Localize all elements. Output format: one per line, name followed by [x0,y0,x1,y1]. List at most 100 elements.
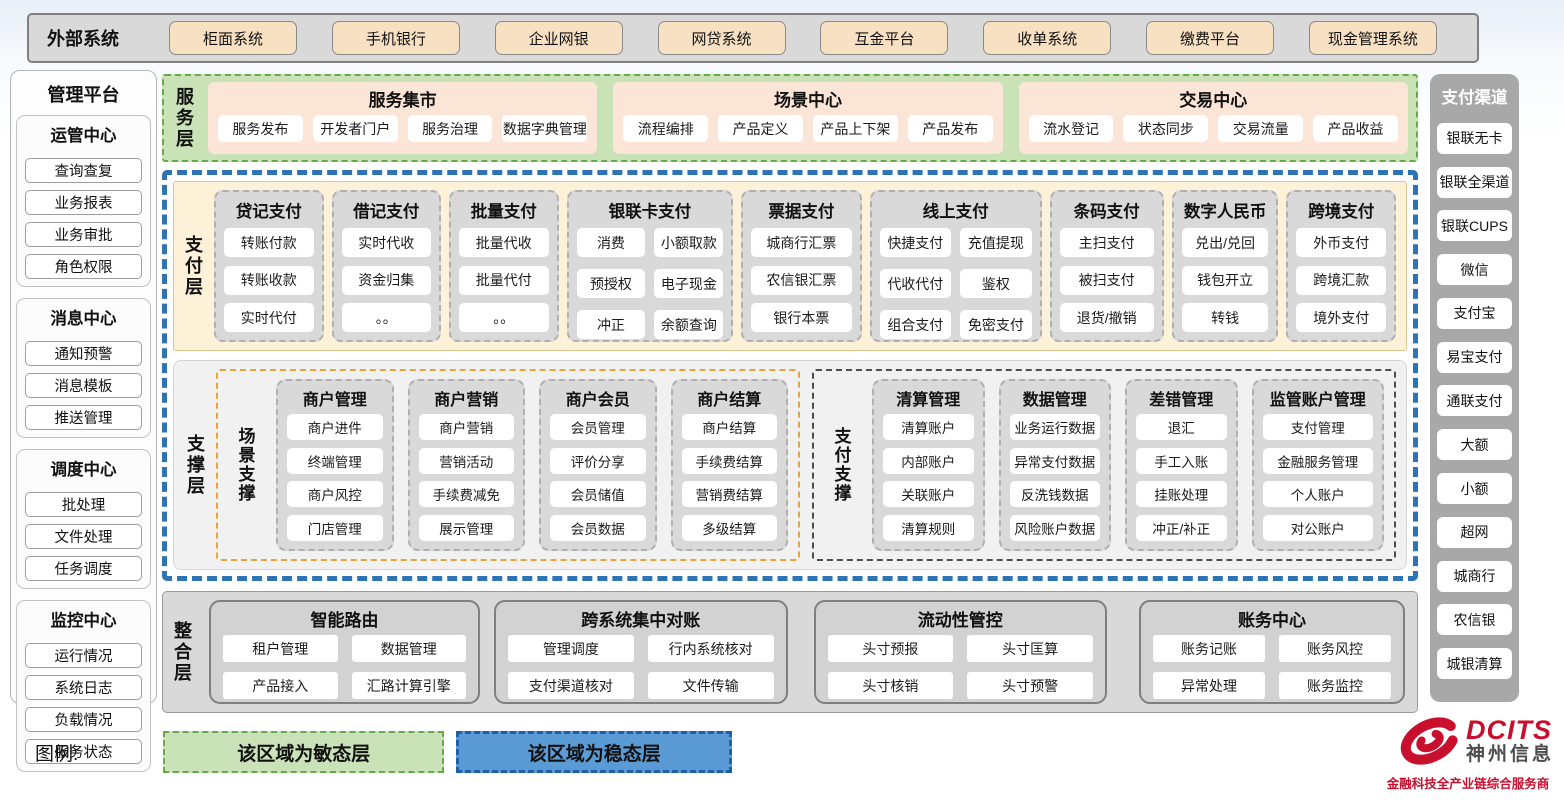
support-group: 商户会员 会员管理 评价分享 会员储值 会员数据 [539,379,657,551]
payment-column: 票据支付 城商行汇票 农信银汇票 银行本票 [741,190,862,342]
support-item-node: 会员数据 [550,514,646,541]
payment-column: 条码支付 主扫支付 被扫支付 退货/撤销 [1049,190,1164,342]
integration-item-node: 汇路计算引擎 [351,672,466,699]
management-item-node: 任务调度 [25,556,142,581]
payment-column: 数字人民币 兑出/兑回 钱包开立 转钱 [1171,190,1279,342]
payment-column-title: 线上支付 [922,203,989,221]
support-group: 商户管理 商户进件 终端管理 商户风控 门店管理 [276,379,394,551]
payment-channel-node: 城商行 [1437,560,1512,592]
support-item-node: 冲正/补正 [1136,514,1227,541]
payment-item-node: 跨境汇款 [1296,265,1386,295]
service-group-trade: 交易中心 流水登记 状态同步 交易流量 产品收益 [1018,82,1408,154]
payment-item-node: 批量代付 [459,265,549,295]
payment-item-node: 转账收款 [224,265,314,295]
management-section-monitoring: 监控中心 运行情况 系统日志 负载情况 服务状态 [16,600,151,772]
scene-support-zone: 场景支撑 商户管理 商户进件 终端管理 商户风控 门店管理 商户营销 [216,369,800,561]
support-group-title: 数据管理 [1022,392,1087,409]
service-item-node: 服务治理 [407,115,493,142]
payment-column-title: 贷记支付 [235,203,302,221]
support-item-node: 内部账户 [883,447,974,474]
external-system-node: 网贷系统 [657,21,786,55]
support-item-node: 清算规则 [883,514,974,541]
support-item-node: 支付管理 [1262,414,1373,440]
management-section-title: 运管中心 [50,127,117,145]
management-section-title: 监控中心 [50,612,117,630]
payment-item-node: 小额取款 [654,228,724,257]
support-group: 监管账户管理 支付管理 金融服务管理 个人账户 对公账户 [1251,379,1384,551]
legend-label: 图例: [35,743,79,765]
support-item-node: 商户营销 [418,414,514,440]
payment-channels-panel: 支付渠道 银联无卡 银联全渠道 银联CUPS 微信 支付宝 易宝支付 通联支付 … [1430,74,1519,702]
payment-item-node: 批量代收 [459,228,549,257]
support-item-node: 异常支付数据 [1009,447,1101,474]
management-item-node: 推送管理 [25,405,142,430]
payment-channel-node: 大额 [1437,429,1512,461]
payment-item-node: 充值提现 [960,228,1032,257]
payment-channel-node: 银联全渠道 [1437,166,1512,198]
external-system-node: 缴费平台 [1146,21,1275,55]
support-item-node: 退汇 [1136,414,1227,440]
dcits-company-name: 神州信息 [1465,743,1554,765]
integration-group-title: 流动性管控 [917,611,1003,630]
integration-item-node: 行内系统核对 [647,635,774,662]
payment-column-title: 跨境支付 [1308,203,1375,221]
payment-item-node: 电子现金 [654,269,724,298]
payment-channel-node: 微信 [1437,254,1512,286]
integration-group: 智能路由 租户管理 数据管理 产品接入 汇路计算引擎 [209,600,480,704]
service-groups: 服务集市 服务发布 开发者门户 服务治理 数据字典管理 场景中心 流程编排 产品… [208,82,1408,154]
support-item-node: 清算账户 [883,414,974,440]
management-section-scheduling: 调度中心 批处理 文件处理 任务调度 [16,449,151,589]
management-item-node: 服务状态 [25,739,142,764]
payment-item-node: 退货/撤销 [1059,303,1154,332]
external-system-node: 现金管理系统 [1308,21,1437,55]
management-section-title: 调度中心 [50,461,117,479]
dcits-brand-text: DCITS [1465,714,1552,745]
legend-agile-box: 该区域为敏态层 [163,731,445,773]
external-systems-label: 外部系统 [47,29,119,49]
payment-item-node: 鉴权 [960,269,1032,298]
management-item-node: 业务审批 [25,222,142,247]
management-item-node: 负载情况 [25,707,142,732]
payment-column: 跨境支付 外币支付 跨境汇款 境外支付 [1286,190,1396,342]
management-item-node: 系统日志 [25,675,142,700]
payment-channel-node: 城银清算 [1437,648,1512,680]
payment-item-node: 兑出/兑回 [1181,228,1269,257]
stable-layers-box: 支付层 贷记支付 转账付款 转账收款 实时代付 借记支付 实时代收 资金归集 。… [162,170,1418,581]
integration-item-node: 头寸预警 [967,672,1093,699]
payment-column-title: 条码支付 [1073,203,1140,221]
payment-item-node: 组合支付 [879,310,952,339]
management-item-node: 批处理 [25,492,142,517]
support-group-title: 清算管理 [896,392,961,409]
support-item-node: 展示管理 [418,514,514,541]
service-group-title: 服务集市 [368,91,437,110]
payment-channel-node: 银联无卡 [1437,122,1512,154]
payment-item-node: 城商行汇票 [751,228,852,257]
payment-item-node: 资金归集 [341,265,431,295]
payment-item-node: 快捷支付 [879,228,952,257]
payment-item-node: 转钱 [1181,303,1269,332]
support-item-node: 会员储值 [550,481,646,508]
external-systems-bar: 外部系统 柜面系统 手机银行 企业网银 网贷系统 互金平台 收单系统 缴费平台 … [27,13,1479,63]
payment-channels-items: 银联无卡 银联全渠道 银联CUPS 微信 支付宝 易宝支付 通联支付 大额 小额… [1435,110,1514,692]
support-item-node: 关联账户 [883,481,974,508]
legend: 图例: 该区域为敏态层 该区域为稳态层 [35,731,733,773]
payment-channel-node: 银联CUPS [1437,210,1512,242]
payment-channels-title: 支付渠道 [1441,89,1508,107]
service-item-node: 数据字典管理 [502,115,588,142]
scene-support-label: 场景支撑 [235,427,255,503]
integration-group: 跨系统集中对账 管理调度 行内系统核对 支付渠道核对 文件传输 [494,600,788,704]
service-group-title: 交易中心 [1179,91,1248,110]
management-section-operations: 运管中心 查询查复 业务报表 业务审批 角色权限 [16,115,151,287]
support-item-node: 营销活动 [418,447,514,474]
support-item-node: 手续费结算 [681,447,777,474]
integration-group-title: 智能路由 [310,611,379,630]
service-item-node: 状态同步 [1123,115,1209,142]
legend-stable-box: 该区域为稳态层 [456,731,733,773]
payment-column: 批量支付 批量代收 批量代付 。。 [449,190,559,342]
integration-item-node: 账务风控 [1279,635,1391,662]
integration-item-node: 头寸匡算 [967,635,1093,662]
support-item-node: 业务运行数据 [1009,414,1101,440]
payment-item-node: 实时代收 [341,228,431,257]
integration-item-node: 头寸核销 [827,672,954,699]
